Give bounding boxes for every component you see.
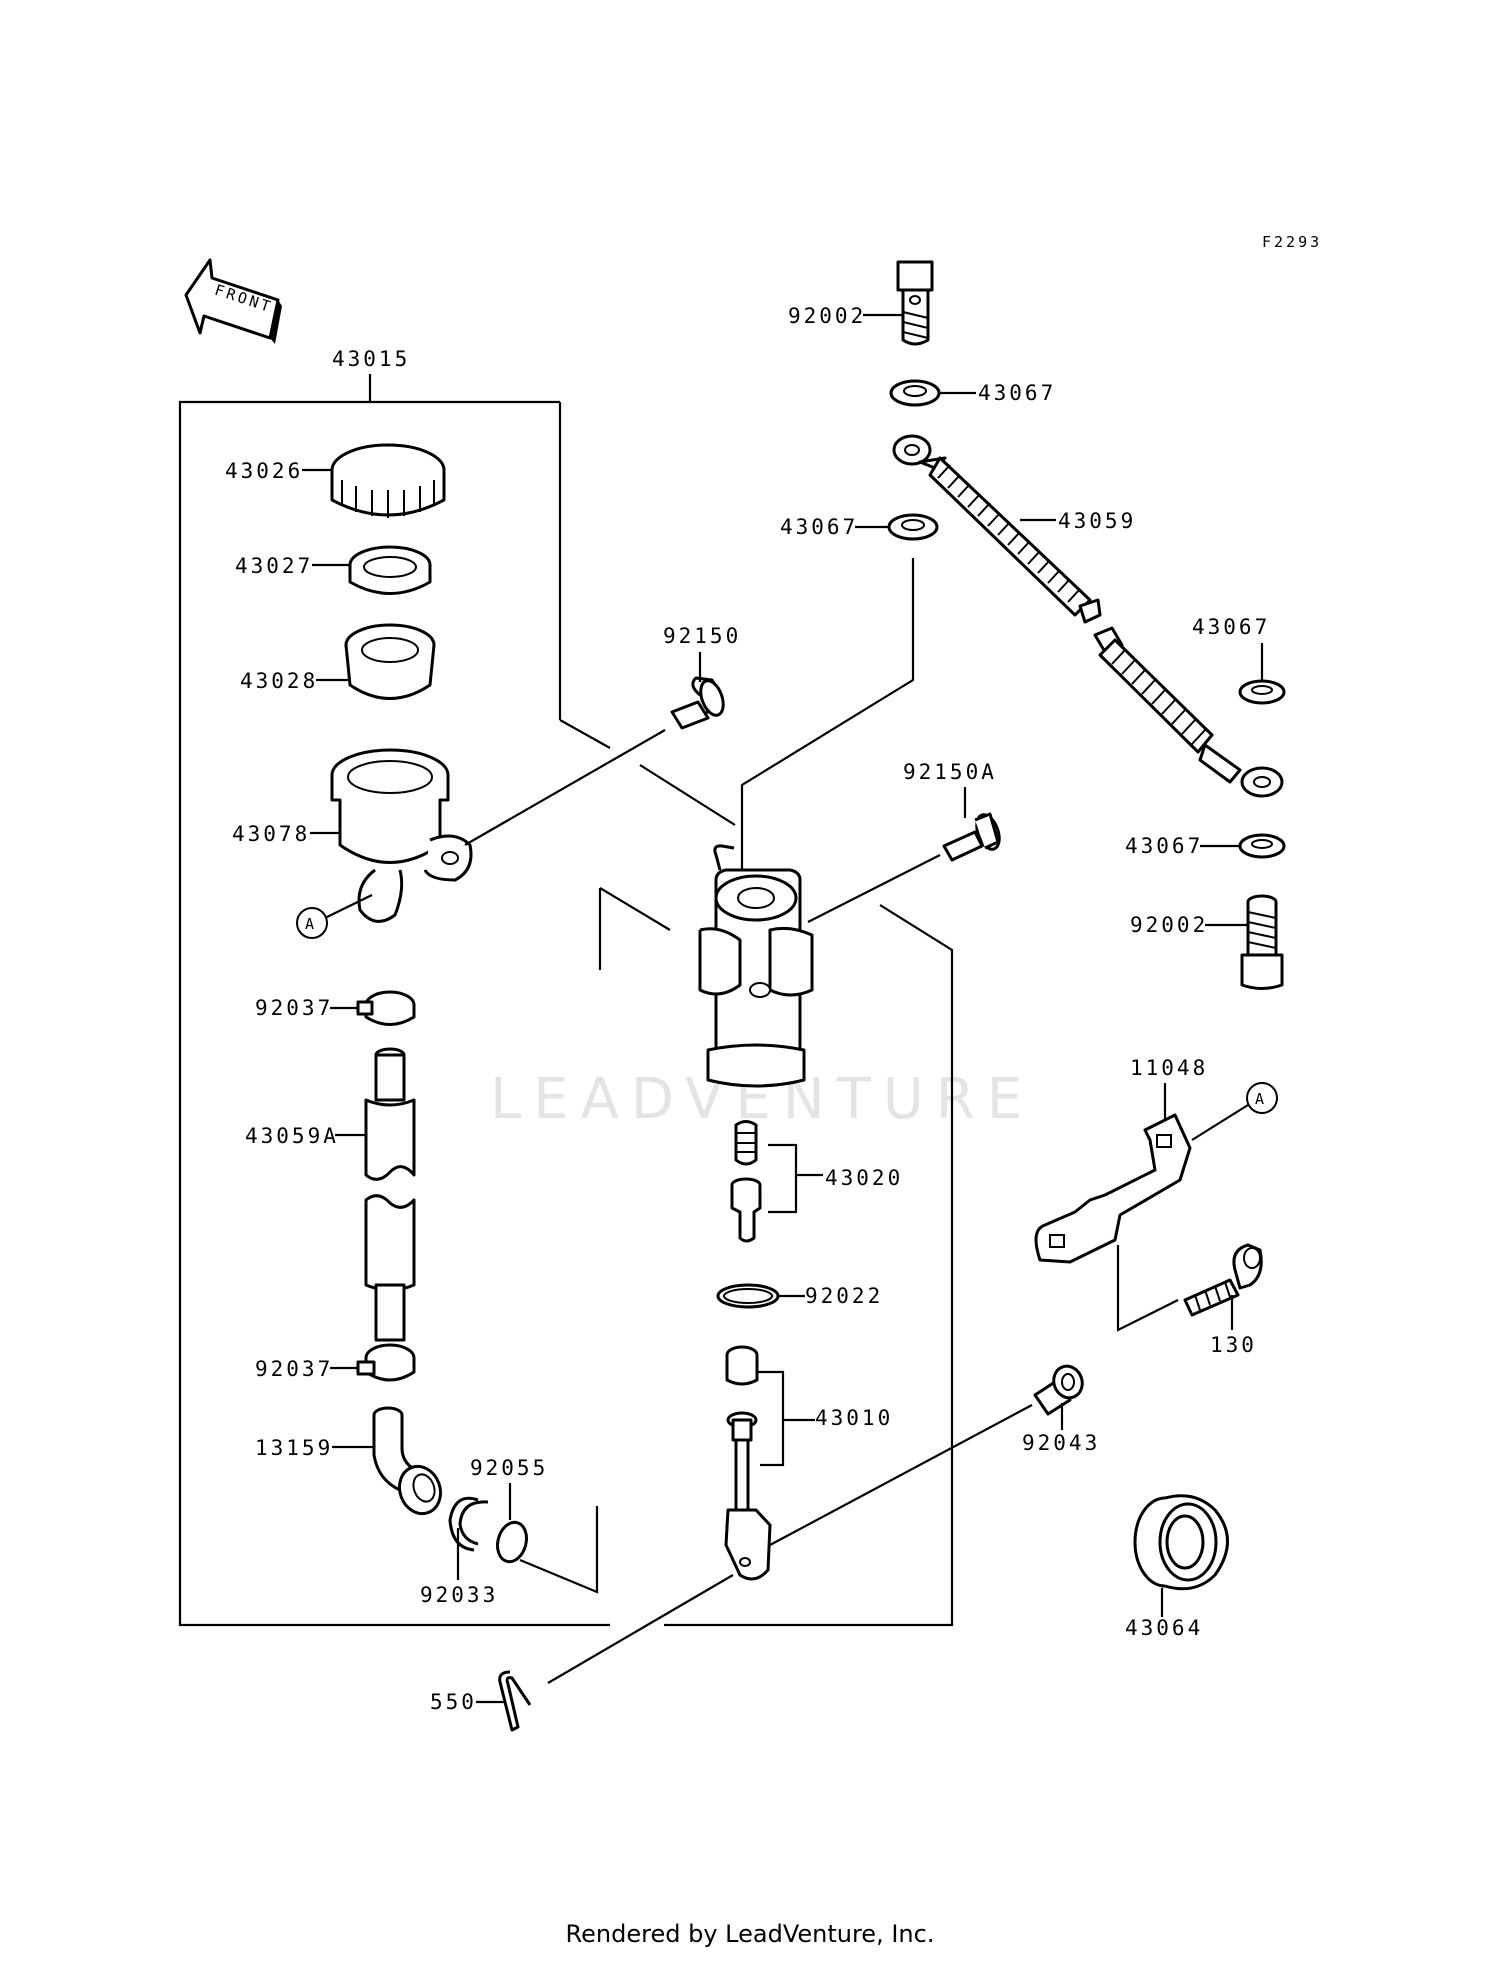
label-43064: 43064 bbox=[1125, 1616, 1203, 1640]
brake-hose-43059 bbox=[892, 434, 1284, 798]
label-92150A: 92150A bbox=[903, 760, 997, 784]
bolt-92150 bbox=[670, 676, 725, 730]
svg-text:A: A bbox=[305, 915, 317, 933]
label-92002-bottom: 92002 bbox=[1130, 913, 1208, 937]
label-43015: 43015 bbox=[332, 347, 410, 371]
label-43028: 43028 bbox=[240, 669, 318, 693]
cotter-pin-550 bbox=[498, 1670, 532, 1732]
reservoir-cap-43026 bbox=[330, 443, 446, 518]
label-43078: 43078 bbox=[232, 822, 310, 846]
hose-elbow-13159 bbox=[372, 1406, 443, 1516]
master-cylinder-body bbox=[698, 844, 814, 1088]
push-rod-43010 bbox=[724, 1345, 772, 1581]
label-92043: 92043 bbox=[1022, 1431, 1100, 1455]
bolt-130 bbox=[1183, 1243, 1263, 1317]
reservoir-43078 bbox=[330, 748, 473, 923]
label-130: 130 bbox=[1210, 1333, 1257, 1357]
hose-clamp-92037-bottom bbox=[356, 1343, 416, 1382]
label-92033: 92033 bbox=[420, 1583, 498, 1607]
master-cylinder-group: 92150 92150A bbox=[547, 558, 1033, 1684]
label-43026: 43026 bbox=[225, 459, 303, 483]
label-92037-bottom: 92037 bbox=[255, 1357, 333, 1381]
label-43067-b: 43067 bbox=[780, 515, 858, 539]
bracket-11048 bbox=[1034, 1113, 1192, 1264]
label-43027: 43027 bbox=[235, 554, 313, 578]
ref-marker-A-left: A bbox=[296, 907, 328, 939]
circlip-92033 bbox=[448, 1496, 489, 1552]
assembly-43015: 43015 43026 43027 43028 bbox=[178, 347, 736, 1627]
bolt-92150A bbox=[942, 812, 1001, 862]
label-550: 550 bbox=[430, 1690, 477, 1714]
clevis-pin-92043 bbox=[1033, 1364, 1084, 1416]
diaphragm-43028 bbox=[344, 623, 436, 700]
label-43059: 43059 bbox=[1058, 509, 1136, 533]
label-92055: 92055 bbox=[470, 1456, 548, 1480]
label-43059A: 43059A bbox=[245, 1124, 339, 1148]
front-arrow-icon: FRONT bbox=[184, 258, 282, 344]
label-43020: 43020 bbox=[825, 1166, 903, 1190]
dust-boot-43064 bbox=[1133, 1494, 1229, 1591]
reservoir-hose-43059A bbox=[364, 1047, 416, 1342]
label-92002-top: 92002 bbox=[788, 304, 866, 328]
hose-clamp-92037-top bbox=[356, 990, 416, 1026]
label-92150: 92150 bbox=[663, 624, 741, 648]
valve-43020 bbox=[730, 1120, 762, 1243]
banjo-bolt-92002-bottom bbox=[1240, 894, 1284, 990]
washer-43067-b bbox=[887, 513, 939, 541]
brake-hose-group: 92002 43067 43067 bbox=[780, 260, 1286, 990]
label-43067-d: 43067 bbox=[1125, 834, 1203, 858]
washer-43067-c bbox=[1238, 679, 1286, 705]
footer-credit: Rendered by LeadVenture, Inc. bbox=[565, 1920, 935, 1948]
bracket-group: 11048 A 130 bbox=[1034, 1056, 1278, 1357]
label-43067-c: 43067 bbox=[1192, 615, 1270, 639]
figure-id: F2293 bbox=[1262, 233, 1322, 251]
label-11048: 11048 bbox=[1130, 1056, 1208, 1080]
banjo-bolt-92002-top bbox=[896, 260, 934, 346]
diaphragm-plate-43027 bbox=[348, 545, 432, 595]
ref-marker-A-right: A bbox=[1246, 1082, 1278, 1114]
label-92022: 92022 bbox=[805, 1284, 883, 1308]
o-ring-92055 bbox=[496, 1520, 528, 1564]
label-92037-top: 92037 bbox=[255, 996, 333, 1020]
label-43067-a: 43067 bbox=[978, 381, 1056, 405]
svg-text:A: A bbox=[1255, 1090, 1267, 1108]
circlip-92022 bbox=[716, 1283, 780, 1309]
washer-43067-a bbox=[889, 379, 941, 407]
label-43010: 43010 bbox=[815, 1406, 893, 1430]
label-13159: 13159 bbox=[255, 1436, 333, 1460]
washer-43067-d bbox=[1238, 833, 1286, 859]
